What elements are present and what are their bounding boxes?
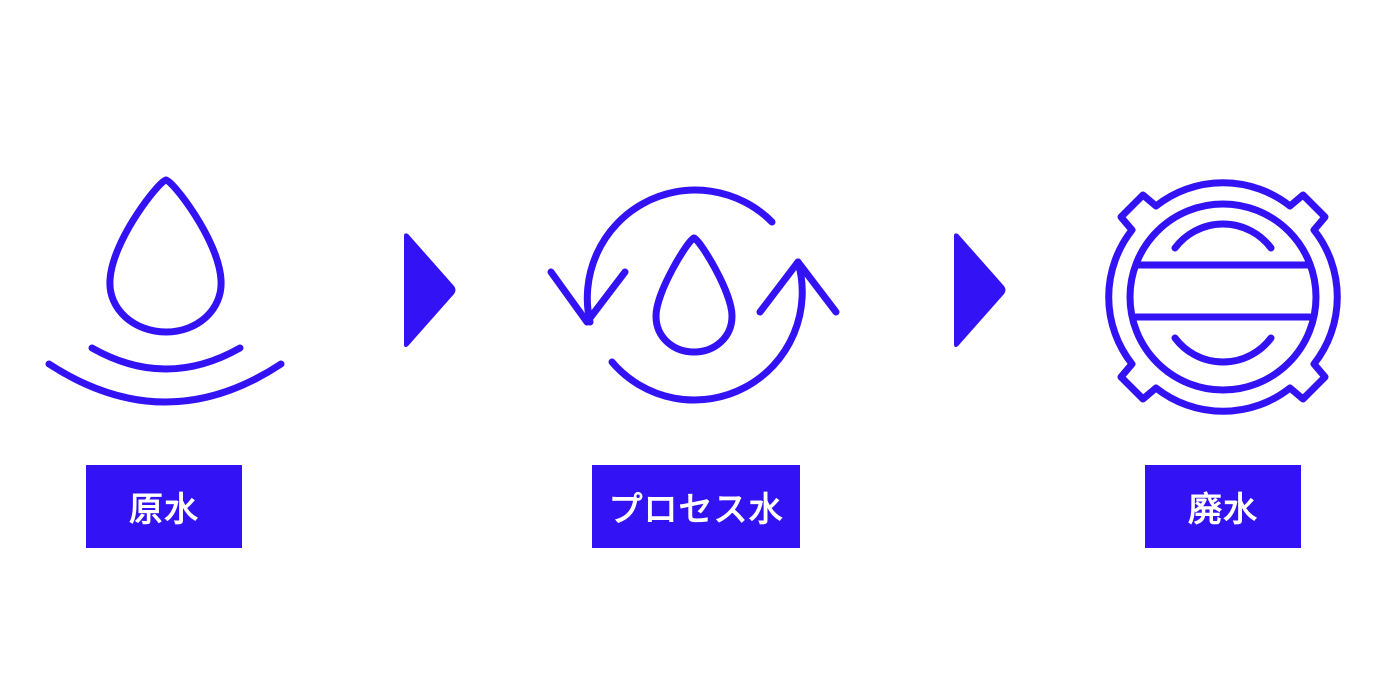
step-label-waste-water: 廃水 — [1145, 465, 1301, 548]
water-drop-cycle-icon — [540, 175, 850, 410]
triangle-arrow-right-icon — [404, 233, 456, 348]
flow-arrow-1 — [400, 230, 460, 350]
water-drop-ripple-icon — [40, 170, 290, 410]
step-label-process-water: プロセス水 — [592, 465, 800, 548]
drain-cover-icon — [1105, 175, 1341, 415]
step-label-raw-water: 原水 — [86, 465, 242, 548]
flow-arrow-2 — [950, 230, 1010, 350]
triangle-arrow-right-icon — [954, 233, 1006, 348]
